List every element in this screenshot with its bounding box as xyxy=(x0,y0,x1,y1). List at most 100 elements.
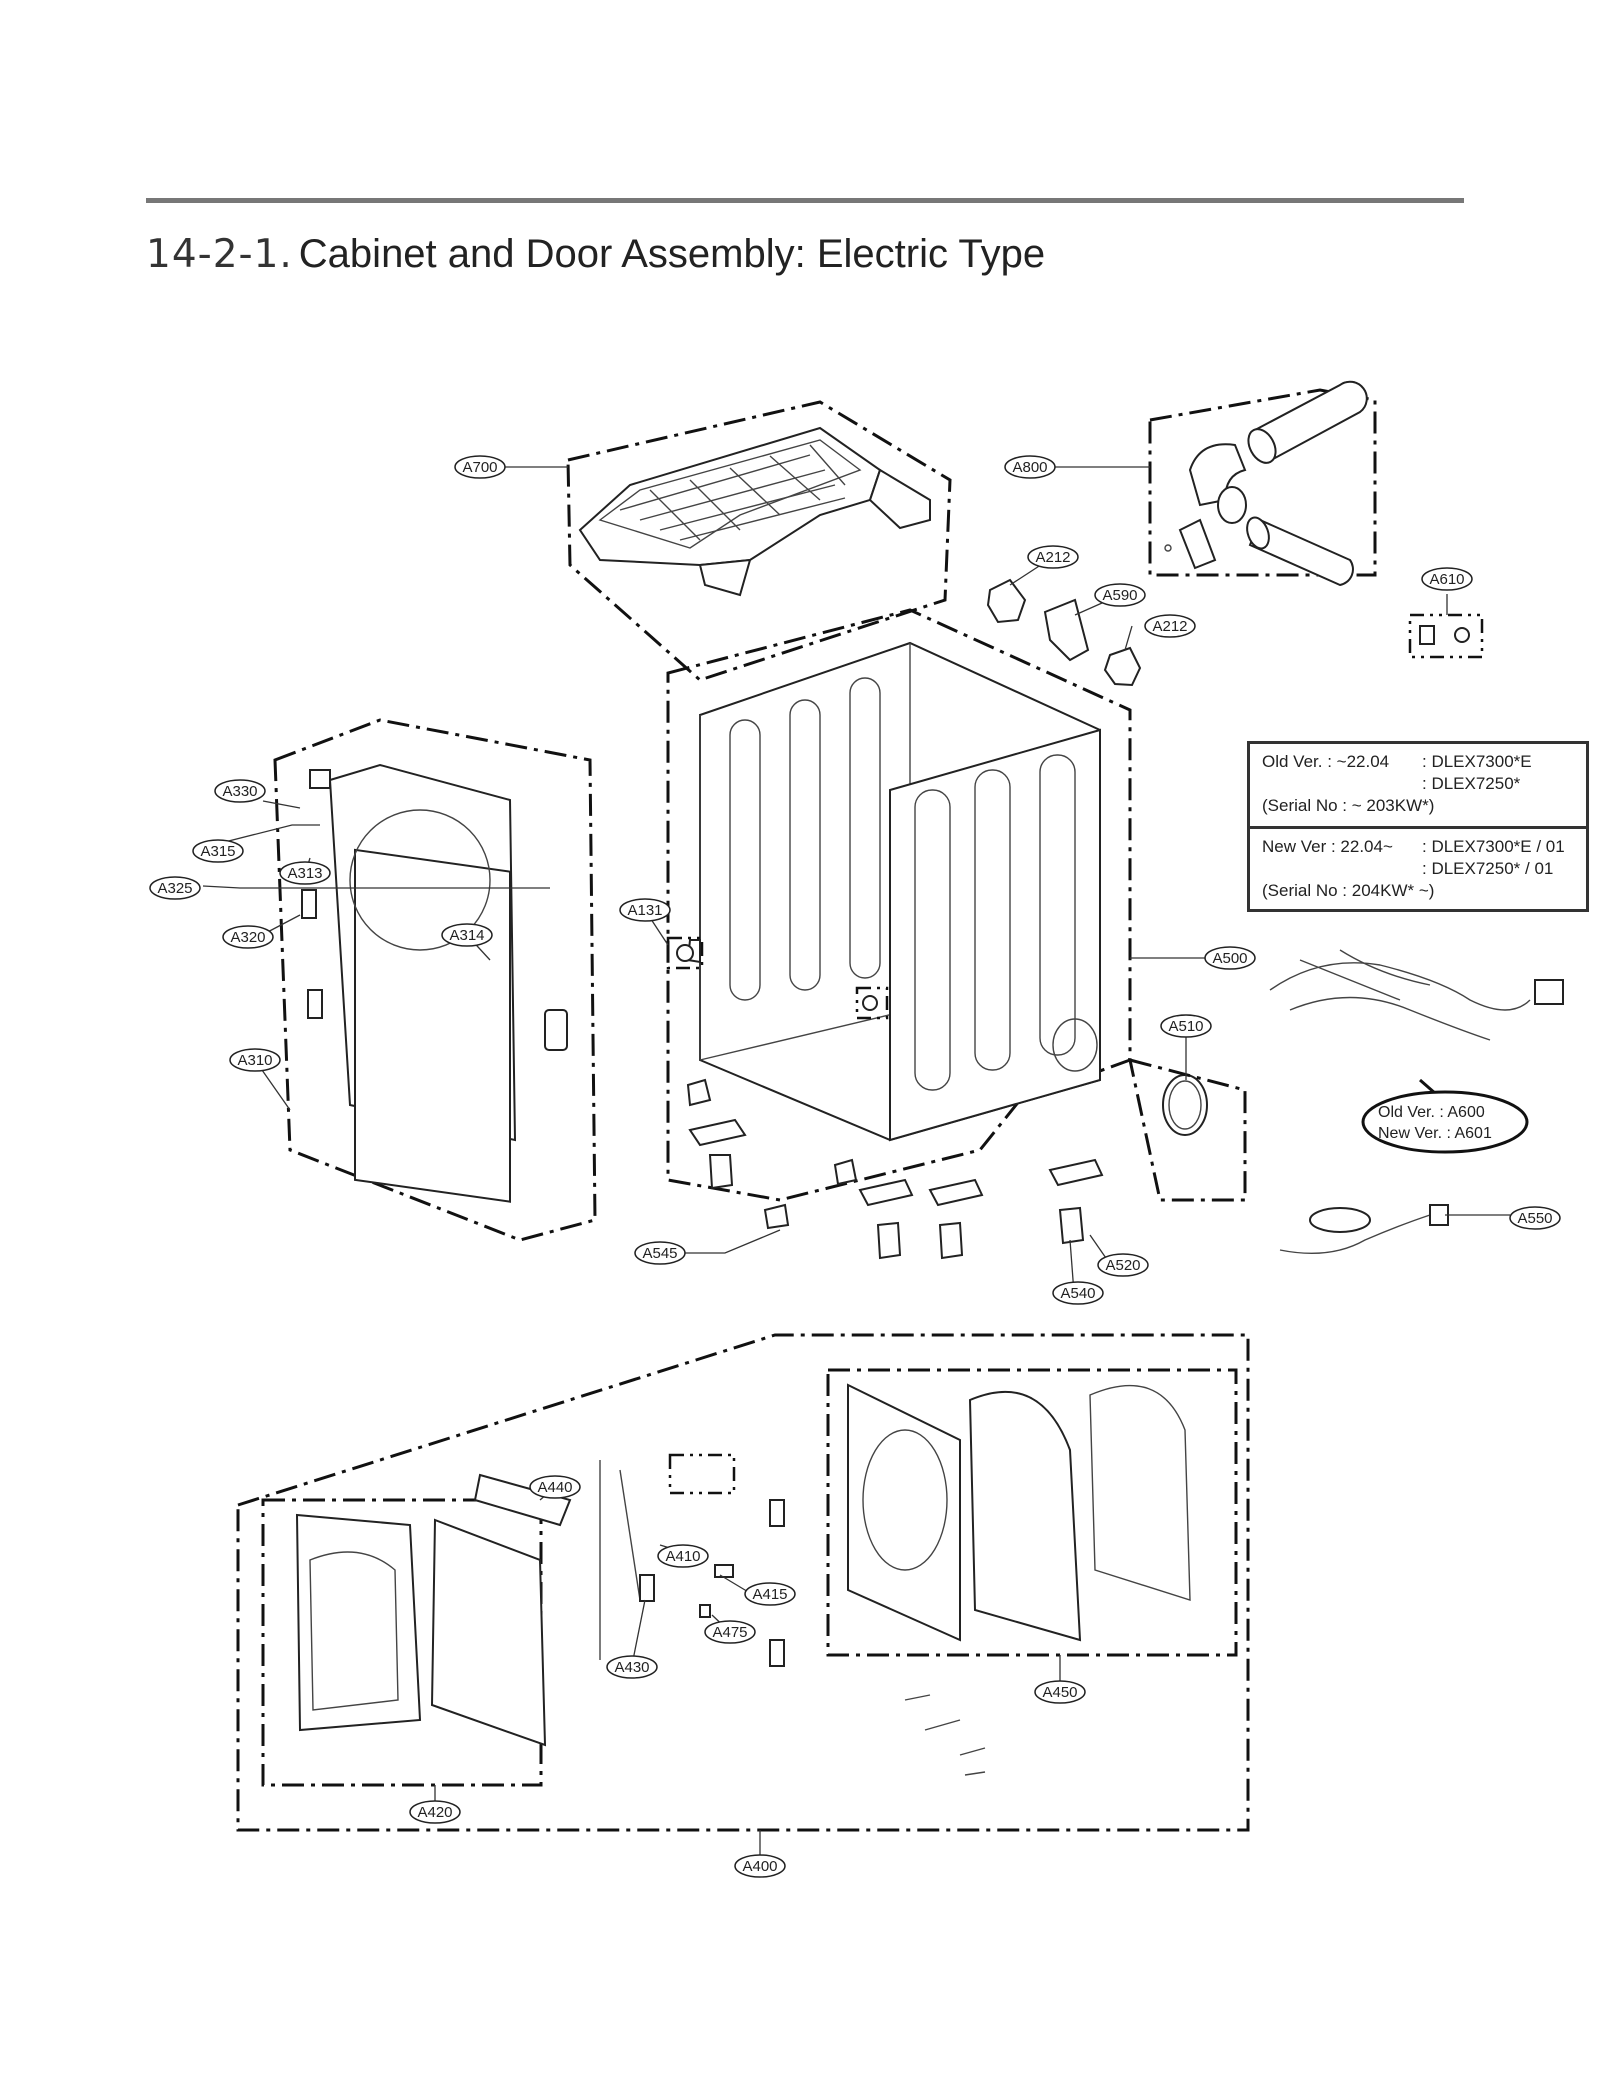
cabinet-group xyxy=(666,608,1247,1260)
duct-kit-group xyxy=(1148,380,1377,587)
callout-label: A314 xyxy=(449,927,484,944)
new-version-model-1: : DLEX7300*E / 01 xyxy=(1422,837,1565,856)
callout-a520: A520 xyxy=(1097,1253,1149,1277)
callout-a475: A475 xyxy=(704,1620,756,1644)
header-rule xyxy=(146,198,1464,203)
callout-a500: A500 xyxy=(1204,946,1256,970)
callout-oval xyxy=(229,1048,281,1072)
callout-a610: A610 xyxy=(1421,567,1473,591)
callout-oval xyxy=(657,1544,709,1568)
callout-oval xyxy=(1160,1014,1212,1038)
front-panel-group xyxy=(273,718,597,1242)
callout-a590: A590 xyxy=(1094,583,1146,607)
new-version-serial: (Serial No : 204KW* ~) xyxy=(1262,881,1435,900)
callout-oval xyxy=(634,1241,686,1265)
callout-label: A550 xyxy=(1517,1210,1552,1227)
callout-label: A400 xyxy=(742,1858,777,1875)
callout-a545: A545 xyxy=(634,1241,686,1265)
callout-a420: A420 xyxy=(409,1800,461,1824)
callout-a320: A320 xyxy=(222,925,274,949)
callout-a440: A440 xyxy=(529,1475,581,1499)
old-version-label: Old Ver. : ~22.04 xyxy=(1262,752,1390,771)
callout-label: A520 xyxy=(1105,1257,1140,1274)
callout-a410: A410 xyxy=(657,1544,709,1568)
callout-oval xyxy=(1034,1680,1086,1704)
callout-label: A313 xyxy=(287,865,322,882)
callout-oval xyxy=(1027,545,1079,569)
old-version-serial: (Serial No : ~ 203KW*) xyxy=(1262,796,1435,815)
section-number: 14-2-1. xyxy=(146,232,293,277)
callout-label: A590 xyxy=(1102,587,1137,604)
callout-label: A330 xyxy=(222,783,257,800)
callout-label: A475 xyxy=(712,1624,747,1641)
callout-a314: A314 xyxy=(441,923,493,947)
callout-label: A610 xyxy=(1429,571,1464,588)
harness-note: Old Ver. : A600 New Ver. : A601 xyxy=(1361,1090,1529,1154)
callout-label: A410 xyxy=(665,1548,700,1565)
harness-note-old: Old Ver. : A600 xyxy=(1378,1104,1485,1121)
callout-label: A131 xyxy=(627,902,662,919)
callout-oval xyxy=(1097,1253,1149,1277)
bracket-parts xyxy=(986,578,1484,687)
callout-oval xyxy=(734,1854,786,1878)
page-title: 14-2-1.Cabinet and Door Assembly: Electr… xyxy=(146,226,1045,283)
callout-label: A440 xyxy=(537,1479,572,1496)
callout-oval xyxy=(529,1475,581,1499)
callout-label: A700 xyxy=(462,459,497,476)
callout-label: A325 xyxy=(157,880,192,897)
callout-oval xyxy=(1144,614,1196,638)
callout-a430: A430 xyxy=(606,1655,658,1679)
top-plate-group xyxy=(566,400,952,682)
callout-a212: A212 xyxy=(1027,545,1079,569)
callout-label: A310 xyxy=(237,1052,272,1069)
callout-a310: A310 xyxy=(229,1048,281,1072)
callout-oval xyxy=(619,898,671,922)
callout-oval xyxy=(441,923,493,947)
callout-oval xyxy=(454,455,506,479)
callout-oval xyxy=(1421,567,1473,591)
old-version-model-2: : DLEX7250* xyxy=(1422,774,1521,793)
harness-note-new: New Ver. : A601 xyxy=(1378,1125,1492,1142)
callout-label: A315 xyxy=(200,843,235,860)
callout-label: A450 xyxy=(1042,1684,1077,1701)
callout-oval xyxy=(1004,455,1056,479)
section-title: Cabinet and Door Assembly: Electric Type xyxy=(298,232,1046,276)
callout-label: A415 xyxy=(752,1586,787,1603)
callout-oval xyxy=(149,876,201,900)
callout-a131: A131 xyxy=(619,898,671,922)
callout-a212: A212 xyxy=(1144,614,1196,638)
callout-oval xyxy=(606,1655,658,1679)
callout-label: A500 xyxy=(1212,950,1247,967)
callout-label: A420 xyxy=(417,1804,452,1821)
callout-oval xyxy=(409,1800,461,1824)
callout-label: A430 xyxy=(614,1659,649,1676)
callout-label: A540 xyxy=(1060,1285,1095,1302)
new-version-label: New Ver : 22.04~ xyxy=(1262,837,1393,856)
callout-label: A545 xyxy=(642,1245,677,1262)
callout-a330: A330 xyxy=(214,779,266,803)
callout-a315: A315 xyxy=(192,839,244,863)
callout-label: A510 xyxy=(1168,1018,1203,1035)
callout-a450: A450 xyxy=(1034,1680,1086,1704)
new-version-box: New Ver : 22.04~ : DLEX7300*E / 01 : DLEX… xyxy=(1247,826,1589,912)
callout-oval xyxy=(222,925,274,949)
old-version-model-1: : DLEX7300*E xyxy=(1422,752,1532,771)
callout-oval xyxy=(1052,1281,1104,1305)
callout-oval xyxy=(1509,1206,1561,1230)
callout-oval xyxy=(744,1582,796,1606)
callout-oval xyxy=(214,779,266,803)
callout-a800: A800 xyxy=(1004,455,1056,479)
callout-a550: A550 xyxy=(1509,1206,1561,1230)
new-version-model-2: : DLEX7250* / 01 xyxy=(1422,859,1554,878)
callout-oval xyxy=(704,1620,756,1644)
callout-label: A800 xyxy=(1012,459,1047,476)
callout-label: A320 xyxy=(230,929,265,946)
callout-a415: A415 xyxy=(744,1582,796,1606)
callout-a540: A540 xyxy=(1052,1281,1104,1305)
callout-a400: A400 xyxy=(734,1854,786,1878)
door-assembly-group xyxy=(236,1333,1250,1832)
callout-label: A212 xyxy=(1035,549,1070,566)
callout-a313: A313 xyxy=(279,861,331,885)
